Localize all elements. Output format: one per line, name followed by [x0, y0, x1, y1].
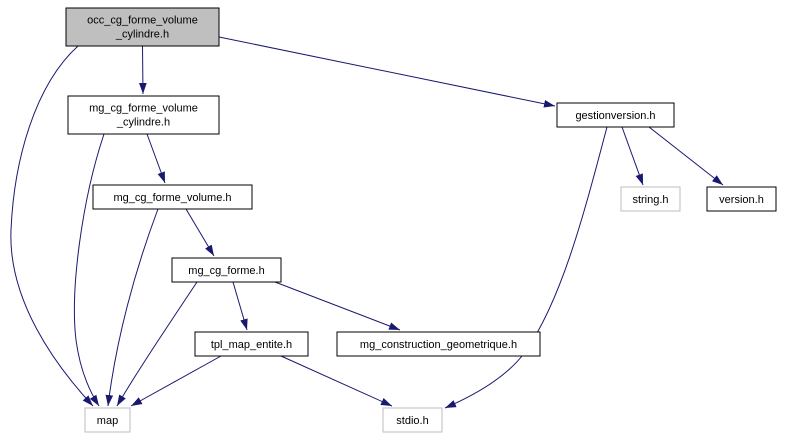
node-string: string.h: [620, 186, 681, 212]
node-mg-cg-forme-volume[interactable]: mg_cg_forme_volume.h: [92, 184, 253, 210]
node-label: tpl_map_entite.h: [211, 339, 292, 351]
node-box: [171, 257, 282, 283]
edge-layer: [10, 36, 724, 409]
edge-occ-to-gestionversion: [218, 36, 556, 108]
node-label: version.h: [719, 194, 764, 206]
node-mg-cg-forme[interactable]: mg_cg_forme.h: [171, 257, 282, 283]
node-box: [706, 186, 777, 212]
node-label: map: [97, 415, 118, 427]
node-label: _cylindre.h: [115, 29, 169, 41]
edge-tpl-to-stdio: [280, 355, 393, 407]
node-label: mg_cg_forme_volume: [89, 103, 198, 115]
node-label: stdio.h: [396, 415, 428, 427]
node-box: [84, 407, 131, 433]
edge-gestionversion-to-string: [621, 126, 644, 186]
edge-forme-to-map: [116, 281, 198, 407]
edge-gestionversion-to-stdio: [444, 126, 608, 409]
edge-tpl-to-map: [130, 355, 222, 407]
edge-mgvol-to-forme: [185, 208, 215, 257]
edge-gestionversion-to-version: [648, 126, 724, 186]
node-occ-cg-forme-volume-cylindre: occ_cg_forme_volume _cylindre.h: [65, 7, 220, 47]
node-version[interactable]: version.h: [706, 186, 777, 212]
node-box: [336, 331, 541, 357]
node-mg-cg-forme-volume-cylindre[interactable]: mg_cg_forme_volume _cylindre.h: [67, 95, 220, 135]
edge-occ-to-mgcyl: [139, 45, 147, 95]
node-label: string.h: [632, 194, 668, 206]
node-box: [65, 7, 220, 47]
node-tpl-map-entite[interactable]: tpl_map_entite.h: [194, 331, 309, 357]
node-mg-construction-geometrique[interactable]: mg_construction_geometrique.h: [336, 331, 541, 357]
node-label: occ_cg_forme_volume: [87, 15, 198, 27]
edge-forme-to-construction: [274, 281, 401, 331]
node-box: [194, 331, 309, 357]
edge-mgcyl-to-mgvol: [146, 133, 166, 184]
node-stdio: stdio.h: [382, 407, 443, 433]
node-label: mg_cg_forme_volume.h: [113, 192, 231, 204]
node-label: _cylindre.h: [116, 117, 170, 129]
node-map: map: [84, 407, 131, 433]
node-label: mg_construction_geometrique.h: [360, 339, 517, 351]
node-label: gestionversion.h: [575, 110, 655, 122]
node-box: [382, 407, 443, 433]
node-box: [620, 186, 681, 212]
node-box: [556, 102, 675, 128]
node-box: [67, 95, 220, 135]
edge-occ-to-map: [10, 45, 94, 407]
node-box: [92, 184, 253, 210]
node-gestionversion[interactable]: gestionversion.h: [556, 102, 675, 128]
edge-forme-to-tpl: [232, 281, 248, 331]
node-label: mg_cg_forme.h: [188, 265, 264, 277]
edge-mgcyl-to-map: [73, 133, 105, 407]
edge-mgvol-to-map: [105, 208, 159, 407]
